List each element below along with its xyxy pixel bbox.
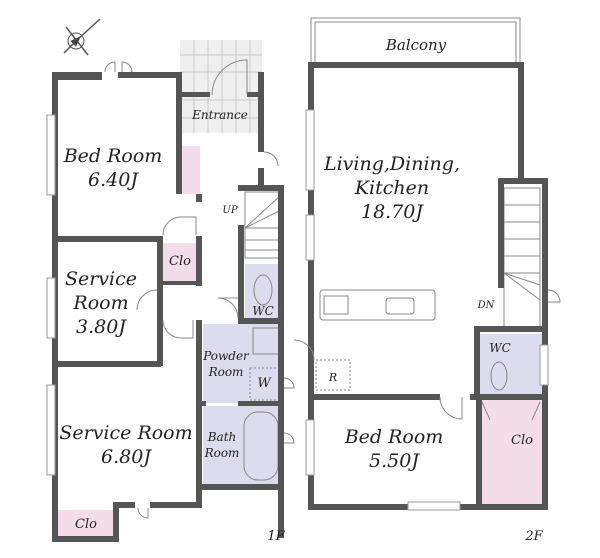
doors-1f — [104, 59, 295, 519]
stairs-up-label: UP — [222, 205, 237, 216]
clo-2f-label: Clo — [511, 433, 533, 448]
toilet-icon — [490, 361, 508, 391]
service-room-large-size: 6.80J — [101, 446, 152, 468]
toilet-icon — [253, 274, 273, 306]
compass-icon — [63, 18, 101, 56]
entrance-label: Entrance — [191, 108, 248, 122]
balcony-label: Balcony — [385, 36, 447, 54]
service-room-small-size: 3.80J — [76, 316, 127, 338]
ldk-name1: Living,Dining, — [323, 153, 460, 175]
powder-room-name1: Powder — [202, 349, 250, 363]
bed-room-1f-size: 6.40J — [88, 169, 139, 191]
clo-bottom-label: Clo — [75, 517, 97, 532]
stairs-dn-label: DN — [477, 300, 496, 311]
service-room-large-name: Service Room — [59, 422, 192, 444]
shoe-closet — [182, 146, 200, 194]
stove-icon — [323, 295, 349, 315]
floor-2-label: 2F — [524, 529, 543, 544]
bed-room-2f-name: Bed Room — [344, 426, 444, 448]
wc-1f-label: WC — [252, 304, 274, 318]
floor-1-label: 1F — [267, 529, 285, 544]
ldk-size: 18.70J — [361, 201, 424, 223]
floor-2: Balcony Living,Dining, Kitchen 18.70J DN… — [293, 17, 561, 544]
stairs-2f — [503, 187, 541, 329]
service-room-small-name1: Service — [65, 268, 137, 290]
stairs-1f — [244, 191, 282, 259]
bath-room-name1: Bath — [207, 430, 237, 444]
service-room-small-name2: Room — [72, 292, 128, 314]
washer-label: W — [257, 376, 272, 391]
ldk-name2: Kitchen — [354, 177, 429, 199]
balcony — [310, 17, 521, 62]
bath-room-name2: Room — [204, 446, 240, 460]
refrigerator-label: R — [328, 371, 337, 384]
kitchen-counter — [319, 289, 436, 321]
powder-room-name2: Room — [208, 365, 244, 379]
doors-2f — [293, 289, 561, 421]
floor-1: Bed Room 6.40J Entrance Clo UP Service R… — [46, 40, 295, 544]
bed-room-1f-name: Bed Room — [63, 145, 163, 167]
wc-2f-label: WC — [489, 341, 511, 355]
bed-room-2f-size: 5.50J — [369, 450, 420, 472]
sink-icon — [385, 297, 415, 315]
clo-bed-label: Clo — [169, 254, 191, 269]
